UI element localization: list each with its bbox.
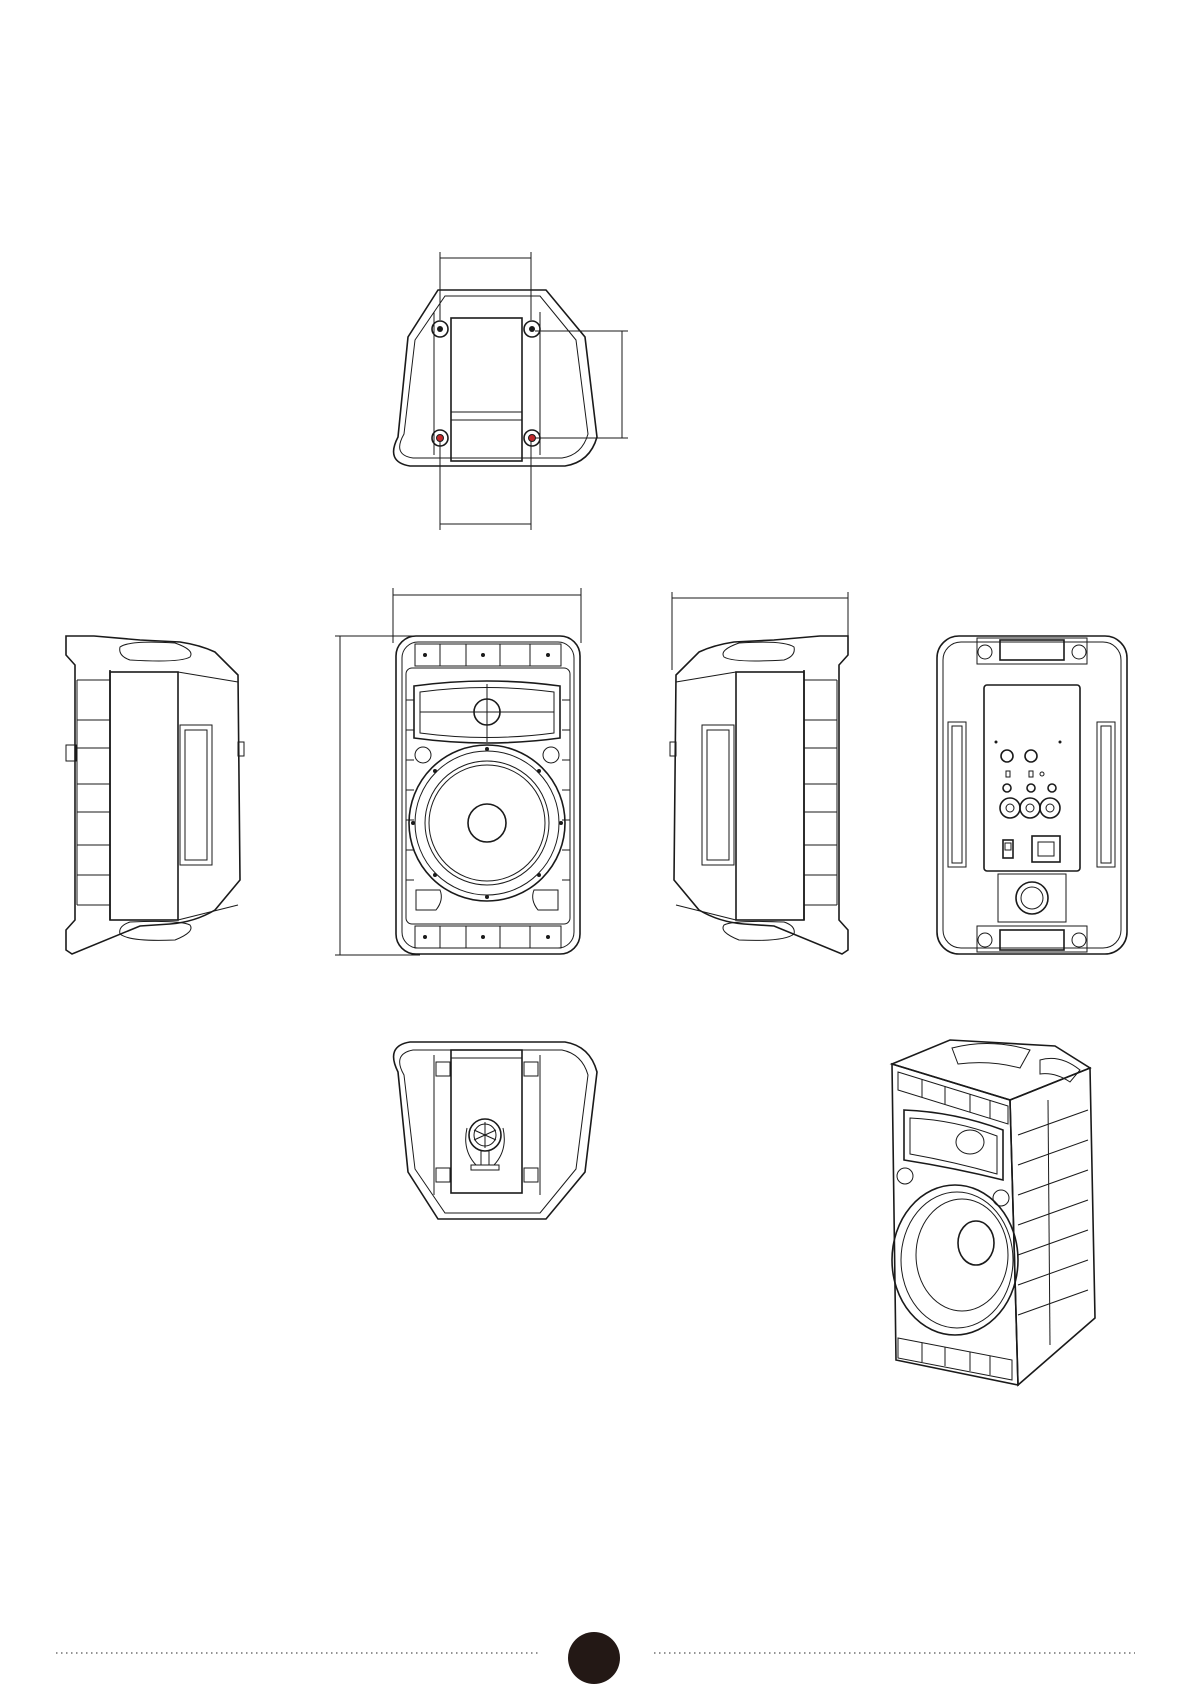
top-view — [394, 252, 628, 530]
front-view — [335, 588, 581, 955]
front-view-width-dimension — [393, 588, 581, 643]
perspective-front-face — [892, 1064, 1018, 1385]
left-side-view — [66, 636, 244, 954]
front-view-woofer — [409, 745, 565, 901]
top-view-mount-plate — [451, 318, 522, 461]
perspective-side-face — [1010, 1068, 1095, 1385]
top-view-width-dimension-top — [440, 252, 531, 320]
top-view-width-dimension-bottom — [440, 440, 531, 530]
page-marker-disc — [568, 1632, 620, 1684]
right-side-outline — [674, 636, 848, 954]
front-view-height-dimension — [335, 636, 420, 955]
left-side-outline — [66, 636, 240, 954]
perspective-view — [892, 1040, 1095, 1385]
right-side-view — [670, 592, 848, 954]
right-side-depth-dimension — [672, 592, 848, 670]
page-footer — [56, 1632, 1135, 1684]
bottom-view — [394, 1042, 597, 1219]
top-view-bolts — [432, 321, 540, 446]
front-view-horn — [414, 681, 560, 743]
rear-view — [937, 636, 1127, 954]
top-view-outline — [394, 290, 597, 466]
right-side-ribs — [804, 720, 837, 875]
front-view-side-ribs — [406, 700, 570, 880]
bottom-view-pole-socket — [466, 1119, 505, 1170]
front-view-outline — [396, 636, 580, 954]
rear-view-amp-panel — [984, 685, 1080, 871]
left-side-ribs — [77, 720, 110, 875]
perspective-side-ribs — [1018, 1100, 1088, 1345]
